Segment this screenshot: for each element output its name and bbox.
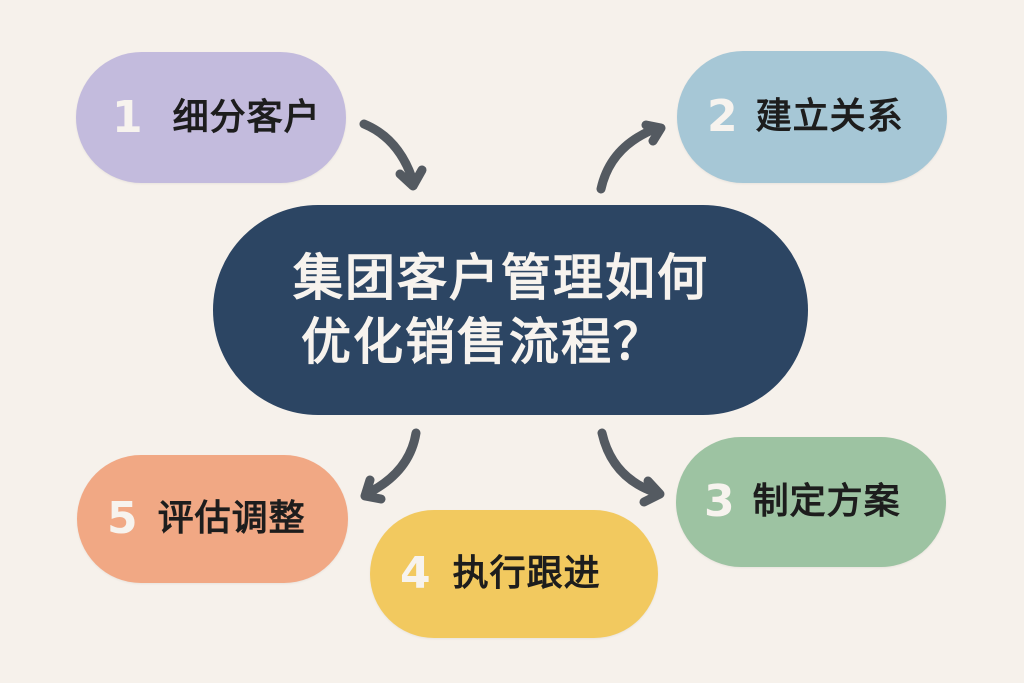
- curved-arrow-down-right-icon: [597, 428, 665, 507]
- curved-arrow-down-left-icon: [360, 428, 421, 504]
- central-question-line-2: 优化销售流程？: [301, 313, 665, 371]
- step-number: 3: [704, 476, 735, 527]
- step-number: 2: [707, 91, 738, 142]
- step-label: 制定方案: [752, 481, 901, 522]
- step-5-evaluate-adjust: 5 评估调整: [77, 455, 348, 583]
- step-1-segment-customers: 1 细分客户: [76, 52, 346, 183]
- step-label: 建立关系: [755, 96, 904, 137]
- curved-arrow-down-right-icon: [359, 119, 427, 191]
- step-3-formulate-plan: 3 制定方案: [676, 437, 946, 567]
- step-label: 执行跟进: [452, 553, 601, 594]
- step-number: 4: [400, 548, 431, 599]
- central-question: 集团客户管理如何 优化销售流程？: [213, 205, 808, 415]
- step-label: 细分客户: [172, 96, 321, 138]
- step-2-build-relationships: 2 建立关系: [677, 51, 947, 183]
- step-number: 5: [107, 493, 138, 544]
- central-question-line-1: 集团客户管理如何: [293, 249, 709, 307]
- step-label: 评估调整: [157, 498, 306, 539]
- step-number: 1: [112, 91, 143, 143]
- curved-arrow-up-right-icon: [596, 120, 666, 194]
- step-4-execute-follow-up: 4 执行跟进: [370, 510, 658, 638]
